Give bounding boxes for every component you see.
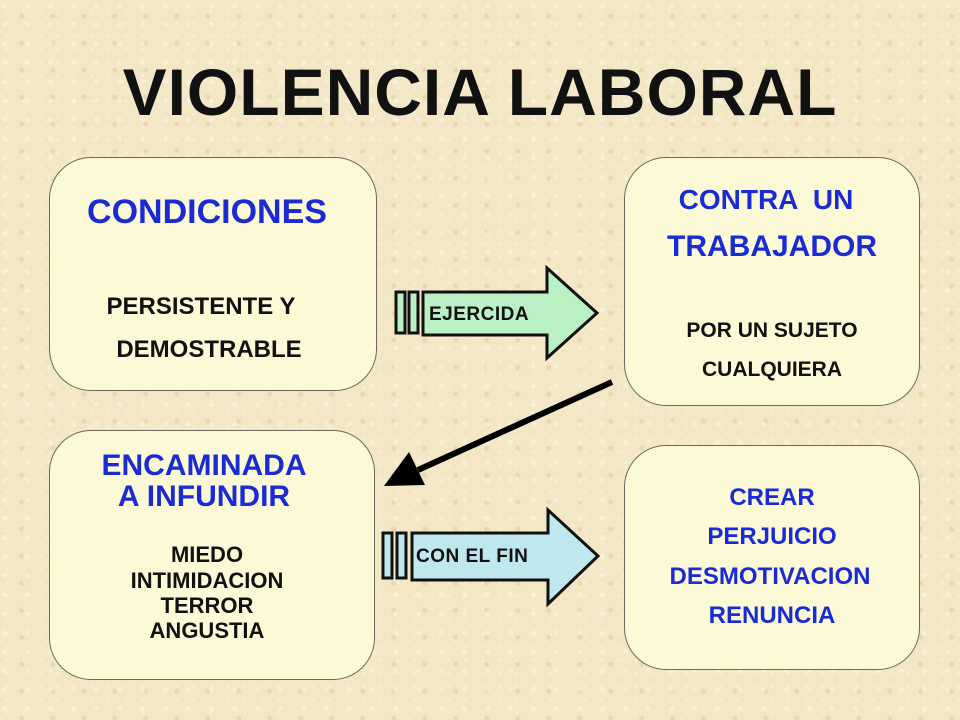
crear-item: RENUNCIA: [708, 602, 836, 629]
contra-line-4: CUALQUIERA: [702, 358, 842, 381]
condiciones-line-1: PERSISTENTE Y: [106, 293, 296, 320]
diagonal-connector-arrow: [384, 379, 614, 486]
crear-item: DESMOTIVACION: [669, 563, 871, 590]
encaminada-line-2: A INFUNDIR: [117, 480, 291, 513]
con-el-fin-arrow: [381, 506, 601, 608]
page-title: VIOLENCIA LABORAL: [122, 55, 838, 129]
encaminada-line-1: ENCAMINADA: [101, 449, 307, 482]
condiciones-box: CONDICIONES PERSISTENTE Y DEMOSTRABLE: [49, 157, 377, 391]
contra-line-2: TRABAJADOR: [667, 230, 877, 263]
contra-line-3: POR UN SUJETO: [686, 319, 858, 342]
encaminada-item: INTIMIDACION: [130, 568, 284, 593]
crear-item: PERJUICIO: [707, 523, 837, 550]
condiciones-line-2: DEMOSTRABLE: [116, 336, 302, 363]
crear-item: CREAR: [729, 484, 815, 511]
encaminada-item: ANGUSTIA: [149, 618, 265, 643]
encaminada-box: ENCAMINADA A INFUNDIR MIEDO INTIMIDACION…: [49, 430, 375, 680]
ejercida-arrow: [394, 264, 600, 362]
contra-trabajador-box: CONTRA UN TRABAJADOR POR UN SUJETO CUALQ…: [624, 157, 920, 406]
contra-line-1: CONTRA UN: [678, 184, 854, 215]
condiciones-heading: CONDICIONES: [87, 193, 327, 231]
encaminada-item: TERROR: [160, 593, 254, 618]
crear-box: CREAR PERJUICIO DESMOTIVACION RENUNCIA: [624, 445, 920, 670]
encaminada-item: MIEDO: [170, 542, 244, 567]
con-el-fin-label: CON EL FIN: [416, 546, 529, 567]
ejercida-label: EJERCIDA: [429, 304, 530, 325]
